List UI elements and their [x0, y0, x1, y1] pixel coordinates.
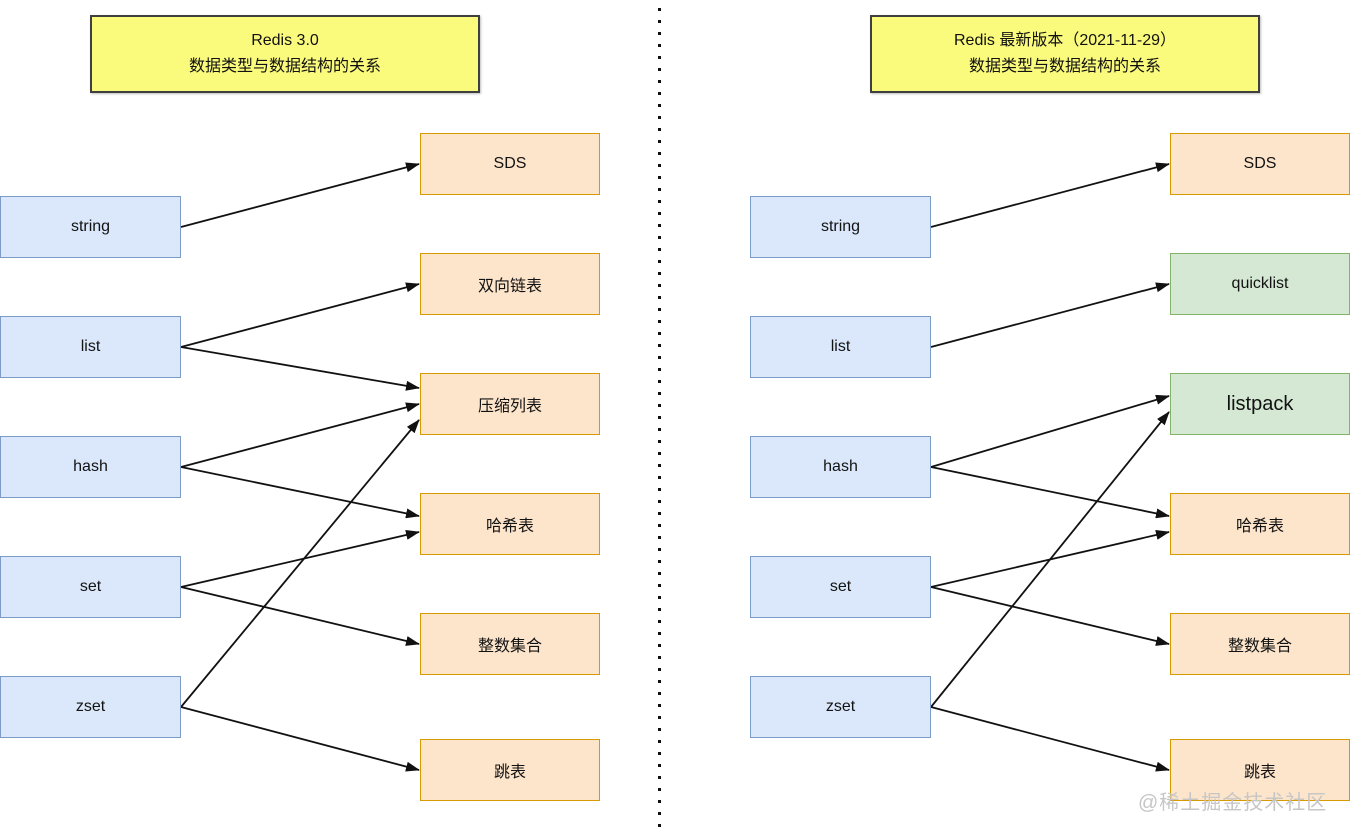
edge-arrow-r_set-r_intset	[930, 586, 1170, 646]
edge-arrow-l_hash-l_ht	[180, 466, 420, 519]
edge-arrow-r_list-r_quicklist	[930, 282, 1170, 348]
node-left-set: set	[0, 556, 181, 618]
right-title-line2: 数据类型与数据结构的关系	[968, 58, 1161, 75]
right-title-line1: Redis 最新版本（2021-11-29）	[953, 32, 1176, 50]
node-left-ziplist: 压缩列表	[420, 373, 600, 435]
node-right-zset: zset	[750, 676, 931, 738]
node-right-listpack: listpack	[1170, 373, 1350, 435]
edge-arrow-l_set-l_ht	[180, 530, 420, 588]
node-left-zset: zset	[0, 676, 181, 738]
edge-arrow-l_set-l_intset	[180, 586, 420, 646]
watermark: @稀土掘金技术社区	[1138, 792, 1328, 814]
edge-arrow-r_string-r_sds	[930, 162, 1170, 228]
edge-arrow-r_set-r_ht	[930, 530, 1170, 588]
edge-arrow-l_zset-l_zip	[180, 419, 420, 708]
dotted-divider-line	[658, 8, 661, 828]
left-title-line1: Redis 3.0	[251, 32, 319, 50]
edge-arrow-l_zset-l_skip	[180, 706, 420, 772]
node-right-set: set	[750, 556, 931, 618]
node-right-list: list	[750, 316, 931, 378]
node-left-list: list	[0, 316, 181, 378]
node-right-intset: 整数集合	[1170, 613, 1350, 675]
node-right-quicklist: quicklist	[1170, 253, 1350, 315]
edge-arrow-l_string-l_sds	[180, 162, 420, 228]
left-panel-title: Redis 3.0 数据类型与数据结构的关系	[90, 15, 480, 93]
left-title-line2: 数据类型与数据结构的关系	[188, 58, 381, 75]
node-right-sds: SDS	[1170, 133, 1350, 195]
node-right-hash: hash	[750, 436, 931, 498]
node-left-doubly-linked-list: 双向链表	[420, 253, 600, 315]
node-right-string: string	[750, 196, 931, 258]
edge-arrow-r_zset-r_listpack	[930, 411, 1170, 708]
edge-arrow-l_list-l_zip	[180, 346, 420, 391]
node-left-string: string	[0, 196, 181, 258]
node-left-hash: hash	[0, 436, 181, 498]
node-left-sds: SDS	[420, 133, 600, 195]
edge-arrow-l_list-l_dll	[180, 282, 420, 348]
edge-arrow-r_hash-r_listpack	[930, 394, 1170, 468]
node-left-skiplist: 跳表	[420, 739, 600, 801]
node-right-skiplist: 跳表	[1170, 739, 1350, 801]
node-right-hashtable: 哈希表	[1170, 493, 1350, 555]
edge-arrow-r_hash-r_ht	[930, 466, 1170, 519]
edge-arrow-l_hash-l_zip	[180, 402, 420, 468]
edge-arrow-r_zset-r_skip	[930, 706, 1170, 772]
right-panel-title: Redis 最新版本（2021-11-29） 数据类型与数据结构的关系	[870, 15, 1260, 93]
node-left-hashtable: 哈希表	[420, 493, 600, 555]
node-left-intset: 整数集合	[420, 613, 600, 675]
